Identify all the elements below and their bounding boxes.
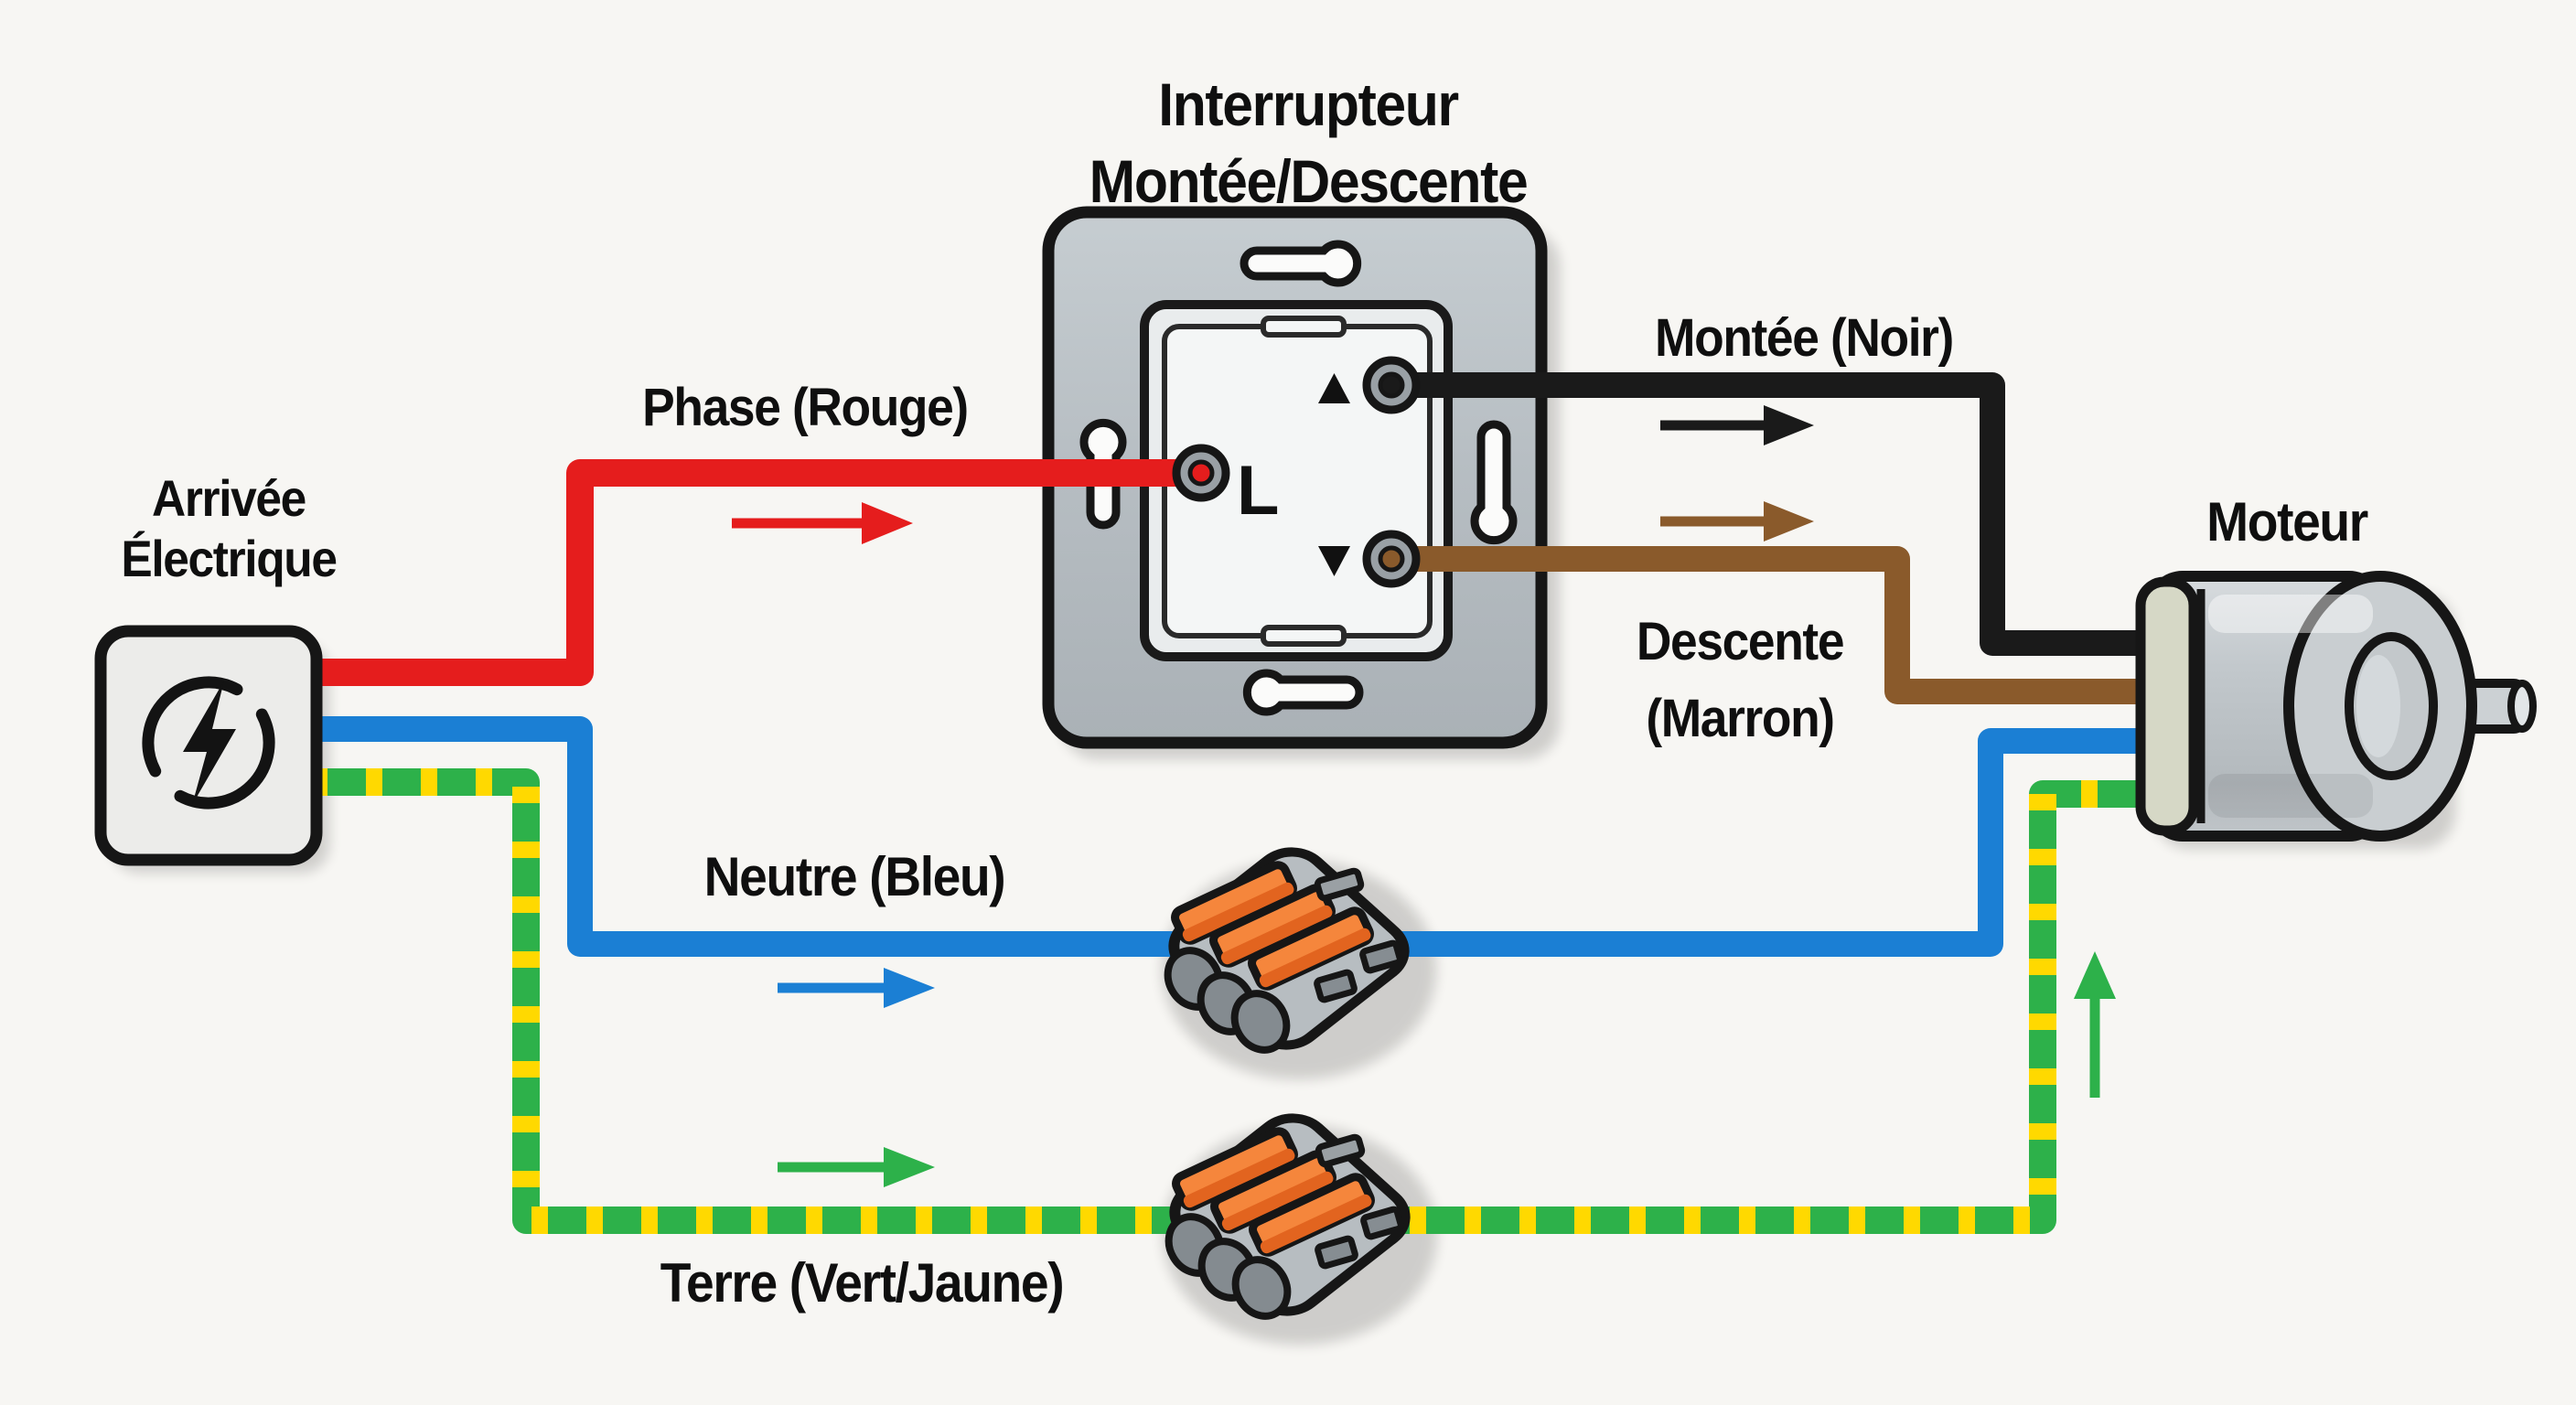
supply-label-line2: Électrique: [121, 530, 338, 587]
switch-title-line2: Montée/Descente: [1089, 147, 1529, 215]
montee-flow-arrow: [1660, 405, 1814, 445]
phase-flow-arrow: [732, 502, 913, 544]
terminal-l-label: L: [1237, 452, 1279, 530]
up-triangle-icon: [1318, 373, 1350, 403]
supply-label: Arrivée Électrique: [121, 468, 338, 589]
terminal-up: [1378, 371, 1405, 399]
lightning-icon: [142, 676, 275, 810]
wire-phase: [311, 459, 1201, 686]
montee-label: Montée (Noir): [1655, 308, 1954, 368]
wire-earth-stripes: [311, 768, 2166, 1234]
phase-label: Phase (Rouge): [642, 378, 969, 437]
wire-descente: [1391, 546, 2166, 704]
earth-up-flow-arrow: [2074, 951, 2116, 1098]
descente-label-line2: (Marron): [1646, 689, 1835, 748]
moteur-label: Moteur: [2206, 491, 2368, 552]
supply-label-line1: Arrivée: [152, 469, 306, 527]
supply-box: [94, 625, 323, 866]
switch-title-line1: Interrupteur: [1158, 70, 1459, 138]
descente-label-line1: Descente: [1636, 612, 1845, 671]
switch-title: Interrupteur Montée/Descente: [1089, 66, 1529, 220]
down-triangle-icon: [1318, 546, 1350, 576]
motor-end-cap: [2135, 576, 2199, 836]
switch-terminals: [1172, 356, 1421, 588]
terre-label: Terre (Vert/Jaune): [660, 1252, 1065, 1314]
descente-label: Descente (Marron): [1636, 604, 1845, 757]
flow-arrows: [732, 405, 2116, 1187]
earth-flow-arrow: [778, 1147, 935, 1187]
wire-montee: [1391, 372, 2166, 656]
descente-flow-arrow: [1660, 501, 1814, 542]
neutral-flow-arrow: [778, 968, 935, 1008]
neutre-label: Neutre (Bleu): [703, 846, 1006, 907]
motor: [2135, 571, 2537, 842]
terminal-down: [1378, 545, 1405, 573]
terminal-l: [1187, 459, 1215, 487]
